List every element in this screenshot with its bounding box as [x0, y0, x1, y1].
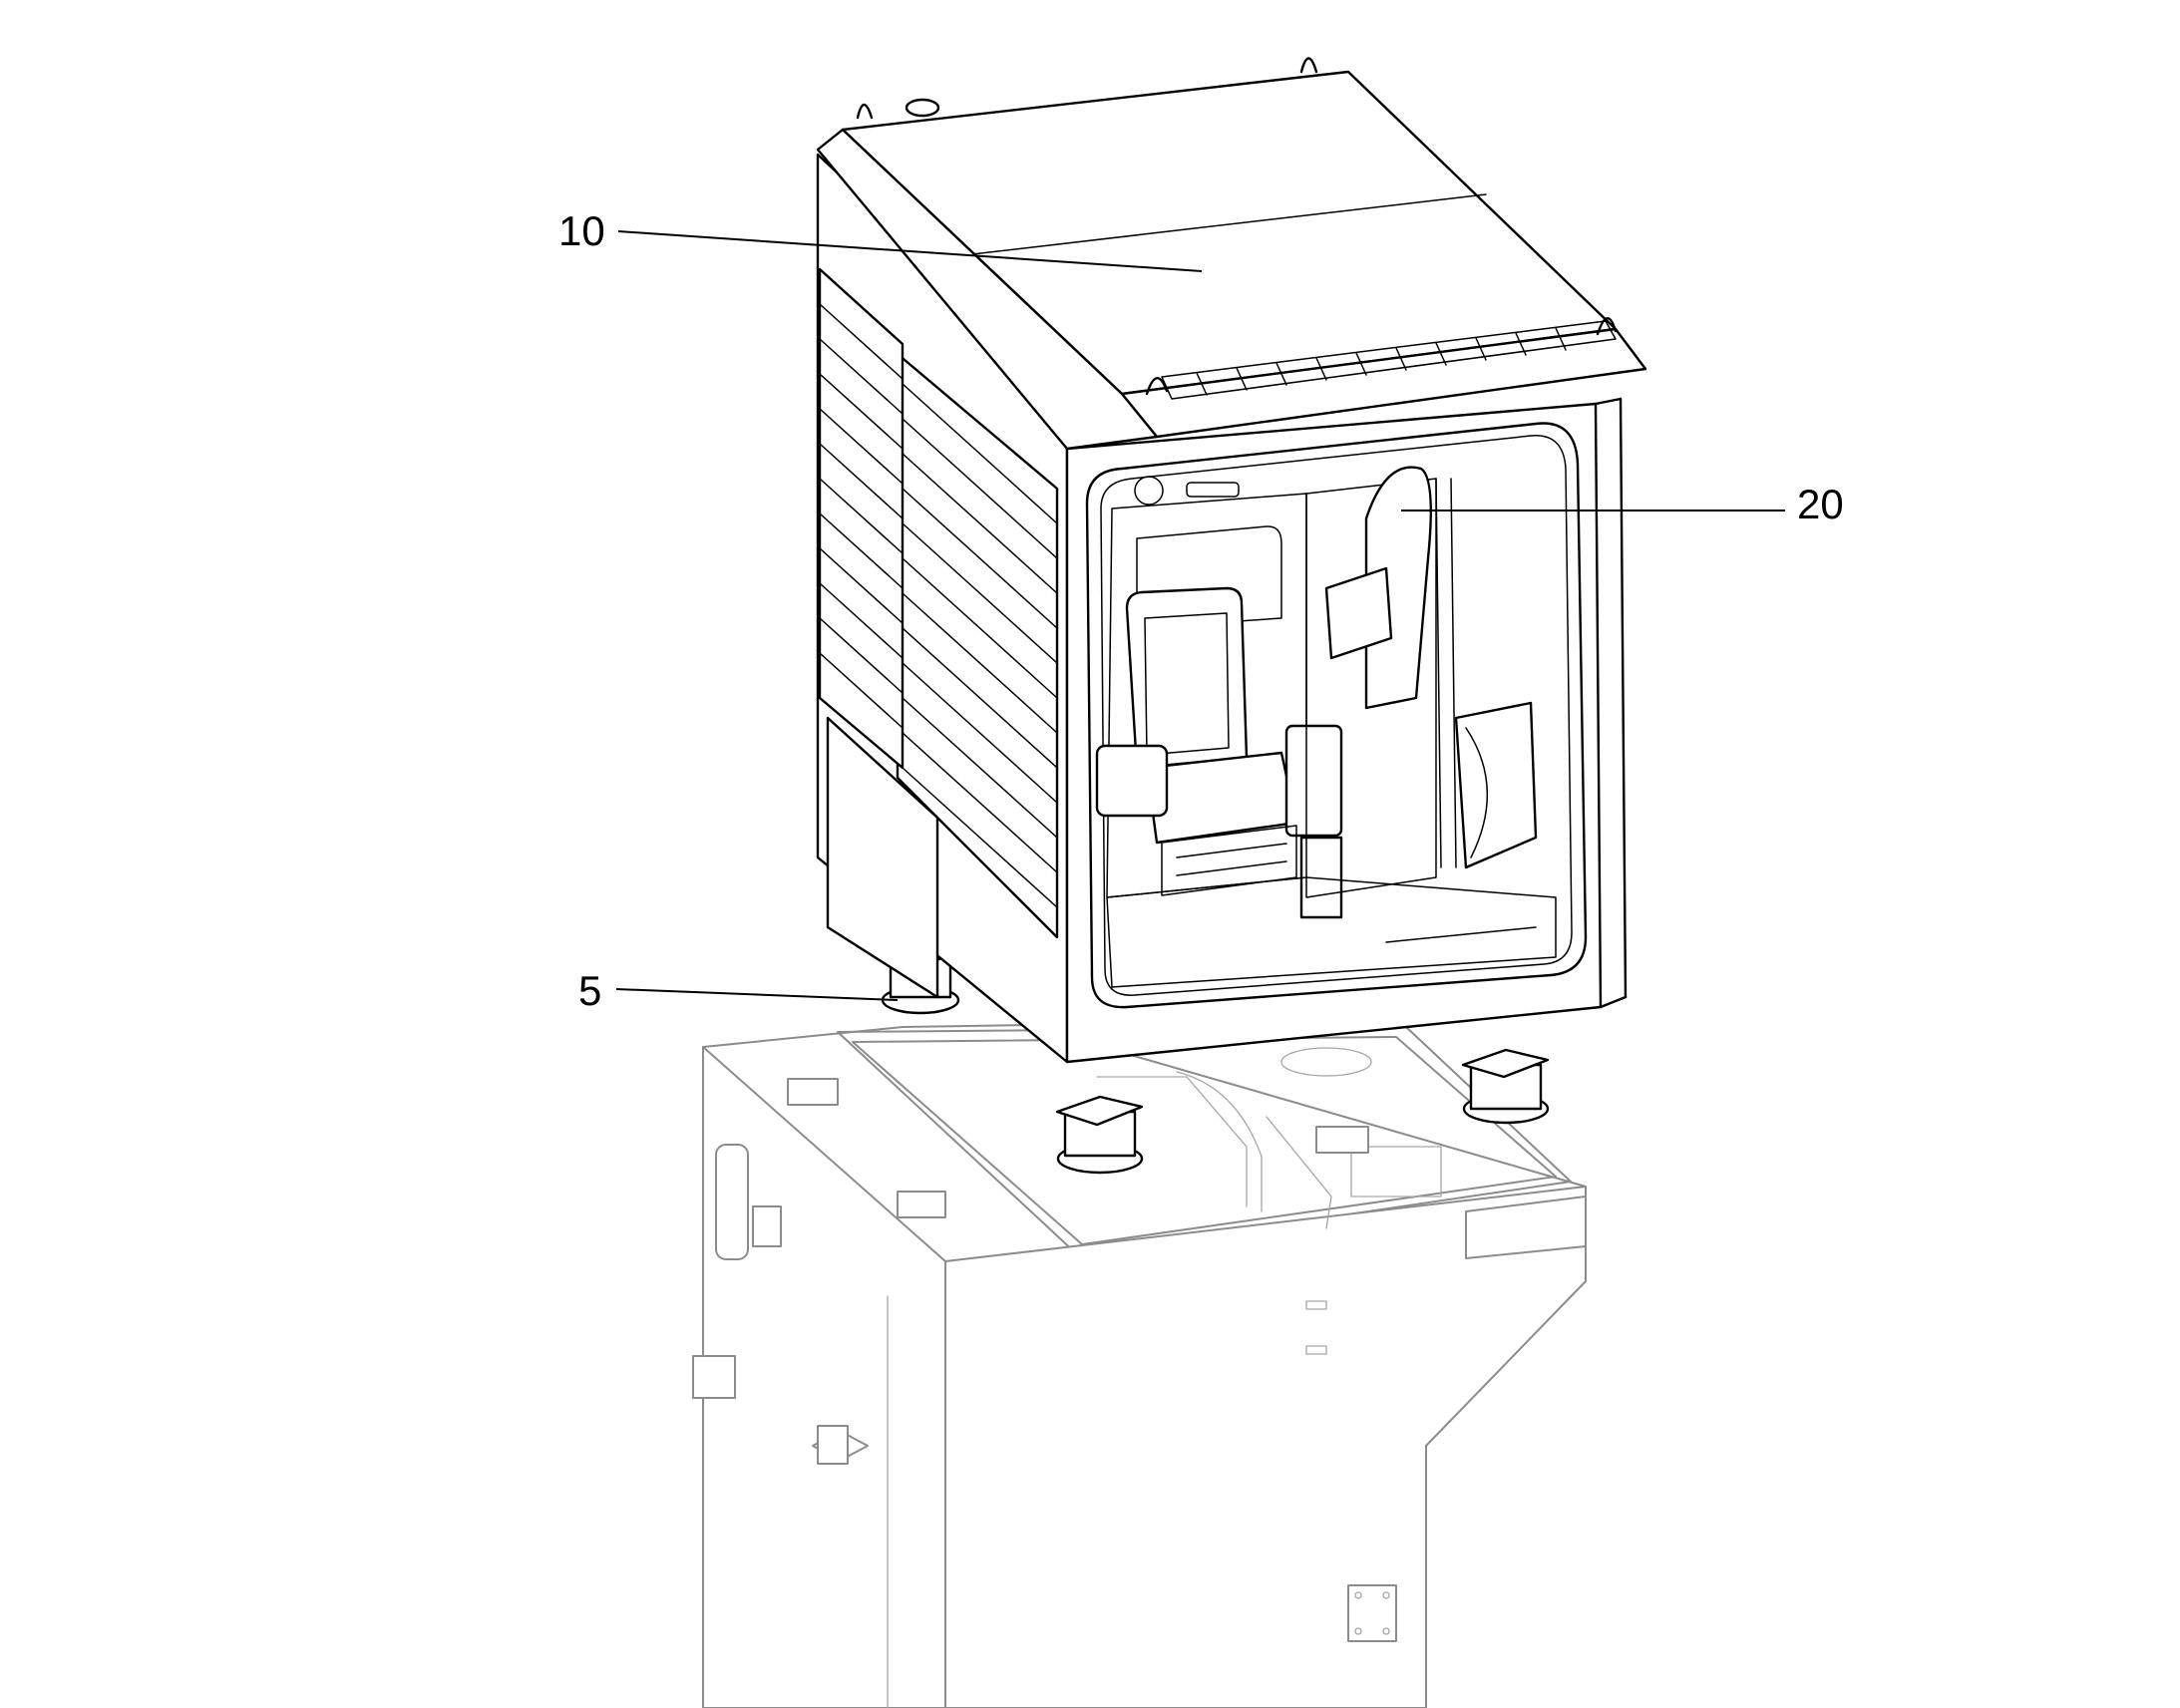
base-pedestal: [692, 1024, 1587, 1708]
operator-seat: [1095, 586, 1343, 919]
operator-cab: [816, 153, 1628, 1064]
callout-5: 5: [578, 967, 899, 1014]
lifting-eye-left: [856, 103, 874, 120]
callout-10-label: 10: [558, 207, 605, 254]
rubber-mount-rear-left: [1055, 1095, 1144, 1175]
rubber-mount-right: [1461, 1048, 1550, 1125]
cab-roof: [816, 57, 1647, 451]
lifting-eye-right: [1596, 317, 1618, 336]
callout-5-label: 5: [578, 967, 601, 1014]
lifting-eye-rear: [1299, 57, 1318, 74]
callout-20-label: 20: [1797, 481, 1844, 527]
callout-20: 20: [1401, 481, 1844, 527]
louver-grille: [819, 303, 1058, 908]
callout-10: 10: [558, 207, 1203, 272]
roof-grille: [1161, 320, 1617, 400]
lifting-eye-front: [1145, 377, 1169, 396]
